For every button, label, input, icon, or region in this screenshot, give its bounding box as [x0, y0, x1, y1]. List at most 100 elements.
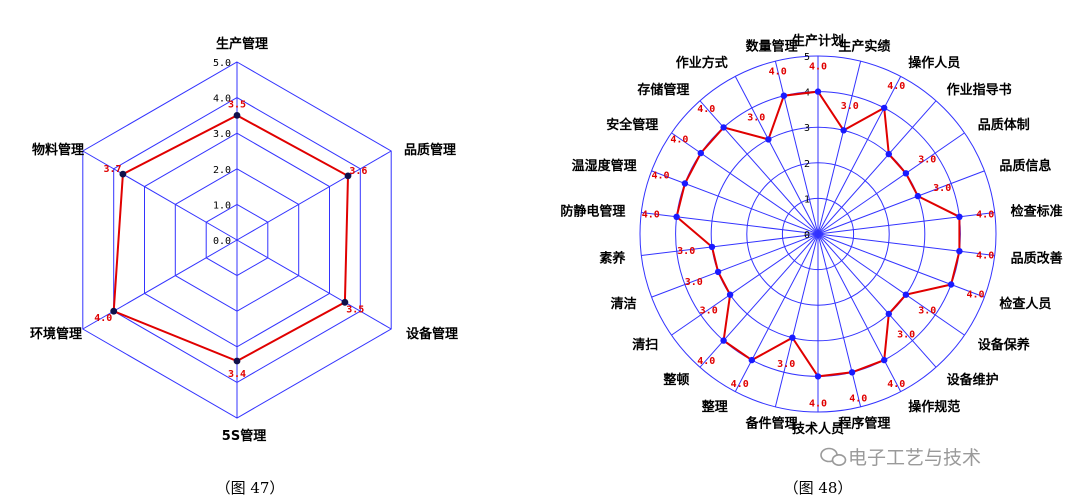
spoke-line: [236, 150, 392, 241]
axis-label: 品质信息: [999, 158, 1051, 174]
spoke-line: [699, 100, 819, 235]
spoke-line: [774, 61, 819, 235]
value-label: 4.0: [697, 356, 715, 367]
data-point: [708, 243, 716, 251]
axis-label: 作业指导书: [947, 82, 1012, 98]
axis-label: 生产实绩: [838, 39, 890, 55]
axis-label: 整理: [701, 399, 728, 415]
axis-label: 环境管理: [30, 326, 82, 342]
radar-chart-47: 0.01.02.03.04.05.03.53.63.53.44.03.7生产管理…: [30, 36, 458, 444]
data-point: [720, 337, 727, 344]
axis-label: 生产管理: [216, 36, 268, 52]
data-point: [344, 172, 352, 180]
data-point: [789, 334, 796, 341]
spoke-line: [651, 233, 819, 298]
spoke-line: [734, 76, 819, 235]
axis-label: 物料管理: [32, 142, 84, 158]
spoke-line: [817, 170, 985, 235]
spoke-line: [817, 233, 862, 407]
axis-label: 检查标准: [1011, 204, 1063, 220]
value-label: 4.0: [849, 394, 867, 405]
value-label: 4.0: [887, 81, 905, 92]
spoke-line: [774, 233, 819, 407]
value-label: 4.0: [809, 398, 827, 409]
axis-label: 数量管理: [746, 39, 798, 55]
tick-label: 3.0: [213, 129, 231, 140]
value-label: 4.0: [976, 210, 994, 221]
spoke-line: [236, 239, 392, 330]
tick-label: 1.0: [213, 200, 231, 211]
value-label: 3.0: [897, 329, 915, 340]
tick-label: 5: [804, 52, 810, 63]
data-point: [765, 136, 772, 143]
value-label: 4.0: [651, 170, 669, 181]
spoke-line: [641, 212, 819, 235]
tick-label: 2: [804, 159, 810, 170]
data-point: [881, 356, 888, 364]
value-label: 3.0: [685, 277, 703, 288]
spoke-line: [641, 233, 819, 256]
value-label: 3.7: [103, 164, 121, 175]
spoke-line: [817, 233, 985, 298]
axis-label: 整顿: [662, 372, 689, 388]
axis-label: 安全管理: [606, 117, 658, 133]
value-label: 4.0: [887, 379, 905, 390]
data-point: [233, 112, 241, 119]
axis-label: 5S管理: [222, 428, 266, 444]
value-label: 4.0: [642, 210, 660, 221]
data-point: [119, 170, 127, 178]
watermark-text: 电子工艺与技术: [848, 447, 981, 469]
figure-47-caption: （图 47）: [216, 479, 285, 497]
axis-label: 检查人员: [999, 296, 1051, 312]
spoke-line: [734, 233, 819, 392]
axis-label: 素养: [599, 250, 626, 266]
data-point: [233, 357, 241, 365]
wechat-icon: [820, 447, 847, 466]
data-point: [902, 170, 910, 177]
value-label: 3.0: [677, 246, 695, 257]
tick-label: 5.0: [213, 58, 231, 69]
spoke-line: [817, 61, 862, 235]
data-point: [714, 268, 722, 276]
value-label: 3.0: [700, 305, 718, 316]
axis-label: 程序管理: [838, 415, 890, 431]
value-label: 4.0: [697, 104, 715, 115]
data-point: [914, 192, 922, 200]
spoke-line: [817, 233, 995, 256]
axis-label: 温湿度管理: [572, 158, 637, 174]
spoke-line: [817, 233, 937, 368]
value-label: 3.4: [228, 369, 246, 380]
axis-label: 作业方式: [676, 55, 728, 71]
value-label: 3.0: [747, 112, 765, 123]
axis-label: 存储管理: [637, 82, 689, 98]
tick-label: 1: [804, 194, 810, 205]
spoke-line: [817, 76, 902, 235]
data-point: [947, 281, 955, 288]
tick-label: 0.0: [213, 236, 231, 247]
spoke-line: [699, 233, 819, 368]
axis-label: 技术人员: [792, 421, 844, 437]
spoke-line: [671, 132, 819, 235]
data-point: [840, 127, 847, 134]
tick-label: 0: [804, 230, 810, 241]
value-label: 4.0: [966, 290, 984, 301]
value-label: 3.0: [841, 101, 859, 112]
figure-48-caption: （图 48）: [784, 479, 853, 497]
value-label: 4.0: [731, 379, 749, 390]
data-point: [885, 150, 892, 158]
tick-label: 4.0: [213, 94, 231, 105]
axis-label: 品质体制: [978, 117, 1030, 133]
spoke-line: [817, 233, 902, 392]
value-label: 4.0: [94, 313, 112, 324]
value-label: 3.0: [918, 305, 936, 316]
radar-chart-48: 0123454.03.04.03.03.04.04.04.03.03.04.04…: [560, 33, 1062, 437]
data-point: [814, 88, 822, 95]
value-label: 3.6: [349, 166, 367, 177]
value-label: 3.0: [918, 155, 936, 166]
tick-label: 3: [804, 123, 810, 134]
data-point: [726, 291, 734, 298]
value-label: 4.0: [976, 250, 994, 261]
axis-label: 设备维护: [947, 372, 999, 388]
axis-label: 清扫: [632, 337, 658, 353]
